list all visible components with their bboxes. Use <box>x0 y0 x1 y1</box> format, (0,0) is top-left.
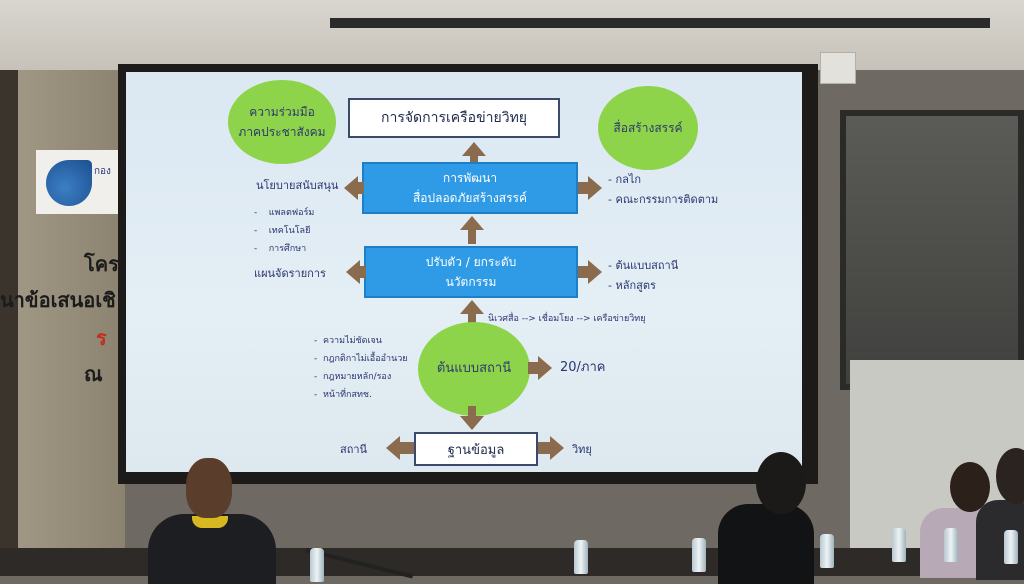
arrow-shaft <box>528 362 538 374</box>
wall-text-line3: ร <box>96 326 107 350</box>
curriculum-item: - หลักสูตร <box>608 279 656 292</box>
arrow-left-icon <box>346 260 360 284</box>
water-bottle <box>820 534 834 568</box>
right-window <box>840 110 1024 390</box>
issue-item-text: หน้าที่กสทช. <box>322 390 372 400</box>
arrow-shaft <box>538 442 550 454</box>
wall-text-line2: นาข้อเสนอเชิ <box>0 288 116 312</box>
water-bottle <box>892 528 906 562</box>
arrow-right-icon <box>538 356 552 380</box>
wall-text-line1: โคร <box>84 252 119 276</box>
development-box: การพัฒนาสื่อปลอดภัยสร้างสรรค์ <box>362 162 578 214</box>
policy-item: - แพลตฟอร์ม <box>254 208 315 218</box>
bird-logo-icon <box>46 160 92 206</box>
innovation-box: ปรับตัว / ยกระดับนวัตกรรม <box>364 246 578 298</box>
arrow-shaft <box>470 156 478 164</box>
development-line2: สื่อปลอดภัยสร้างสรรค์ <box>412 191 528 205</box>
person-far-right-head <box>996 448 1024 504</box>
database-box: ฐานข้อมูล <box>414 432 538 466</box>
right-window-frame <box>840 110 1024 390</box>
issue-item-text: กฎหมายหลัก/รอง <box>322 372 392 382</box>
slide-title-box: การจัดการเครือข่ายวิทยุ <box>348 98 560 138</box>
arrow-shaft <box>468 406 476 416</box>
creative-media-circle: สื่อสร้างสรรค์ <box>598 86 698 170</box>
arrow-up-icon <box>462 142 486 156</box>
model-station-label: ต้นแบบสถานี <box>436 361 512 376</box>
model-station-circle: ต้นแบบสถานี <box>418 322 530 416</box>
arrow-shaft <box>578 266 588 278</box>
projected-slide: การจัดการเครือข่ายวิทยุ ความร่วมมือภาคปร… <box>126 72 802 472</box>
arrow-right-icon <box>550 436 564 460</box>
per-region-label: 20/ภาค <box>560 360 606 375</box>
arrow-up-icon <box>460 300 484 314</box>
model-station-item: - ต้นแบบสถานี <box>608 259 679 272</box>
person-left-collar <box>192 516 228 528</box>
issue-item: - กฎกติกาไม่เอื้ออำนวย <box>314 354 408 364</box>
creative-media-label: สื่อสร้างสรรค์ <box>613 121 683 135</box>
station-label: สถานี <box>340 443 368 456</box>
arrow-up-icon <box>460 216 484 230</box>
mechanism-item: - กลไก <box>608 173 642 186</box>
arrow-shaft <box>468 230 476 244</box>
issue-item-text: กฎกติกาไม่เอื้ออำนวย <box>322 354 408 364</box>
water-bottle <box>1004 530 1018 564</box>
water-bottle <box>944 528 958 562</box>
arrow-shaft <box>360 266 366 278</box>
civil-society-circle: ความร่วมมือภาคประชาสังคม <box>228 80 336 164</box>
arrow-shaft <box>468 314 476 324</box>
wall-text-line4: ณ <box>84 362 103 386</box>
issue-item: - หน้าที่กสทช. <box>314 390 372 400</box>
policy-item-text: แพลตฟอร์ม <box>268 208 315 218</box>
arrow-shaft <box>358 182 364 194</box>
arrow-right-icon <box>588 176 602 200</box>
person-right-head <box>950 462 990 512</box>
issue-item: - กฎหมายหลัก/รอง <box>314 372 392 382</box>
water-bottle <box>574 540 588 574</box>
arrow-right-icon <box>588 260 602 284</box>
policy-item: - เทคโนโลยี <box>254 226 311 236</box>
innovation-line1: ปรับตัว / ยกระดับ <box>425 255 517 269</box>
arrow-left-icon <box>386 436 400 460</box>
arrow-left-icon <box>344 176 358 200</box>
arrow-down-icon <box>460 416 484 430</box>
civil-society-line1: ความร่วมมือ <box>249 105 315 119</box>
water-bottle <box>692 538 706 572</box>
program-plan-label: แผนจัดรายการ <box>254 267 326 280</box>
policy-item-text: เทคโนโลยี <box>268 226 311 236</box>
water-bottle <box>310 548 324 582</box>
development-line1: การพัฒนา <box>442 171 498 185</box>
policy-label: นโยบายสนับสนุน <box>256 179 339 192</box>
arrow-shaft <box>578 182 588 194</box>
policy-item: - การศึกษา <box>254 244 307 254</box>
slide-title: การจัดการเครือข่ายวิทยุ <box>380 110 527 126</box>
issue-item-text: ความไม่ชัดเจน <box>322 336 382 346</box>
person-center-body <box>718 504 814 584</box>
civil-society-line2: ภาคประชาสังคม <box>238 125 326 139</box>
ceiling <box>0 0 1024 70</box>
issue-item: - ความไม่ชัดเจน <box>314 336 382 346</box>
person-left-head <box>186 458 232 518</box>
left-wall-edge <box>0 70 18 576</box>
ecosystem-flow-text: นิเวศสื่อ --> เชื่อมโยง --> เครือข่ายวิท… <box>488 314 646 324</box>
ceiling-light-slot <box>330 18 990 28</box>
policy-item-text: การศึกษา <box>268 244 307 254</box>
innovation-line2: นวัตกรรม <box>445 275 497 289</box>
projector-housing <box>820 52 856 84</box>
database-label: ฐานข้อมูล <box>447 442 505 458</box>
person-center-head <box>756 452 806 514</box>
committee-item: - คณะกรรมการติดตาม <box>608 193 719 206</box>
radio-label: วิทยุ <box>572 443 592 456</box>
arrow-shaft <box>400 442 414 454</box>
banner-text: กอง <box>94 166 111 177</box>
